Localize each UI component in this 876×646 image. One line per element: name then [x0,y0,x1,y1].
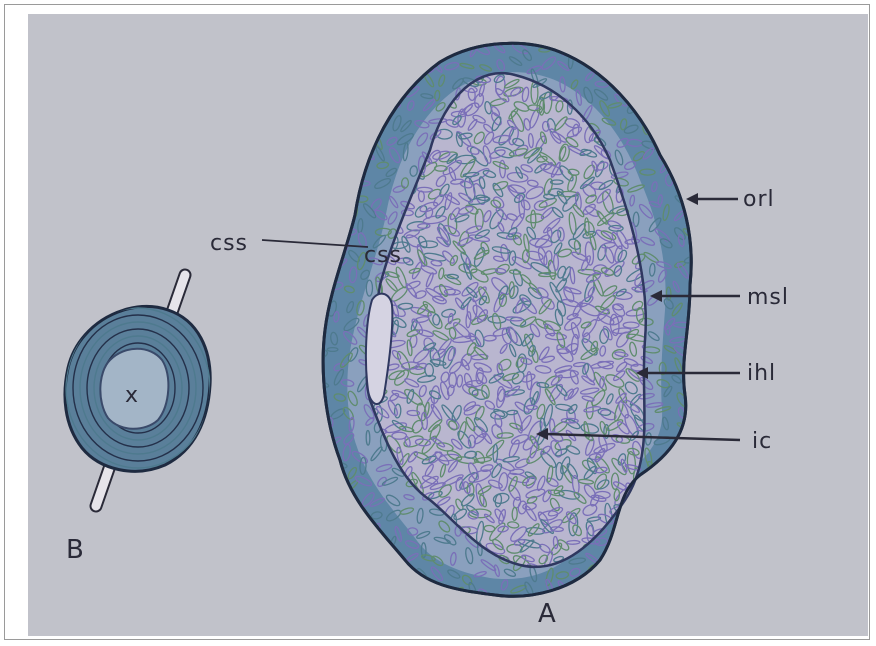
label-css-left: css [210,231,248,256]
label-msl: msl [747,285,789,310]
label-panel-b: B [66,535,85,565]
label-css-inner: css [364,243,402,268]
label-orl: orl [743,187,775,212]
label-ic: ic [752,429,772,454]
label-ihl: ihl [747,361,776,386]
label-b-center: x [125,383,139,408]
label-panel-a: A [538,599,557,629]
